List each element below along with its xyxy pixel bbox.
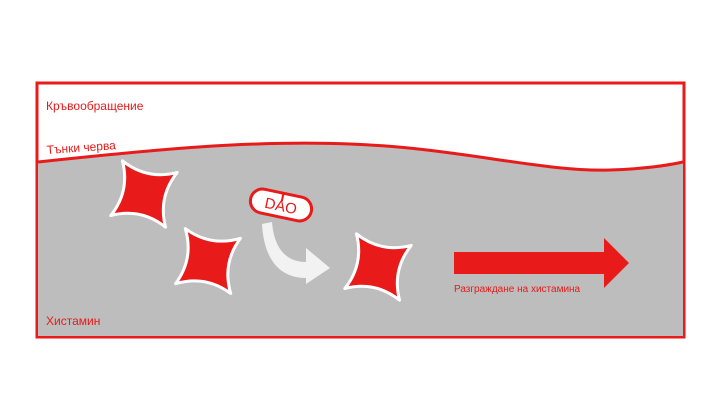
histamine-molecule-icon <box>174 227 242 295</box>
small-intestine-label: Тънки черва <box>46 138 116 157</box>
histamine-molecule-icon <box>343 232 413 302</box>
histamine-molecule-icon <box>109 159 179 229</box>
dao-label: DAO <box>263 195 298 218</box>
dao-enzyme-icon: DAO <box>248 187 314 223</box>
intestine-boundary-line <box>37 141 684 172</box>
curved-arrow-icon <box>262 222 330 284</box>
breakdown-label: Разграждане на хистамина <box>454 284 581 295</box>
breakdown-arrow-icon <box>454 238 629 288</box>
histamine-label: Хистамин <box>46 314 100 328</box>
blood-circulation-label: Кръвообращение <box>46 99 144 113</box>
